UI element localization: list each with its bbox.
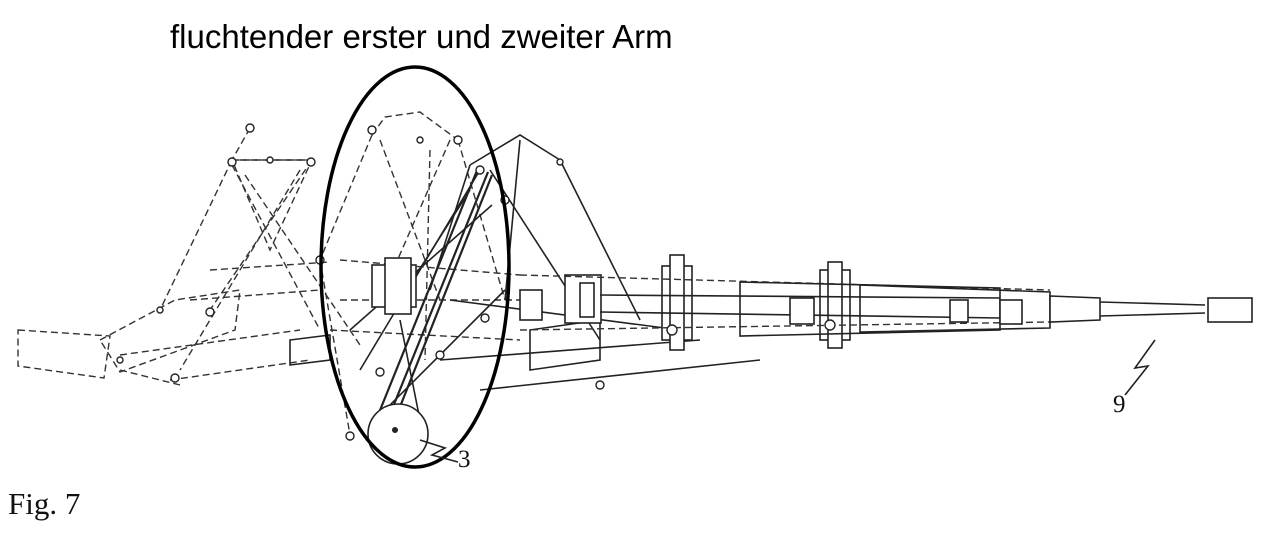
linkage-solid-right (289, 134, 761, 391)
wheel (367, 403, 429, 465)
reference-numeral-tube: 9 (1113, 391, 1126, 418)
leader-line-9 (1124, 339, 1156, 396)
actuator-blocks (371, 254, 851, 351)
highlight-ellipse (319, 65, 511, 469)
linkage-dashed-left (119, 127, 361, 386)
linkage-solid-arms (349, 167, 506, 435)
figure-label: Fig. 7 (8, 486, 81, 521)
base-plate (17, 289, 241, 379)
pivot-pins (116, 123, 836, 441)
telescopic-boom (519, 274, 1253, 337)
annotation-heading: fluchtender erster und zweiter Arm (170, 18, 673, 55)
leader-line-3 (419, 439, 459, 463)
reference-numeral-wheel: 3 (458, 446, 471, 473)
